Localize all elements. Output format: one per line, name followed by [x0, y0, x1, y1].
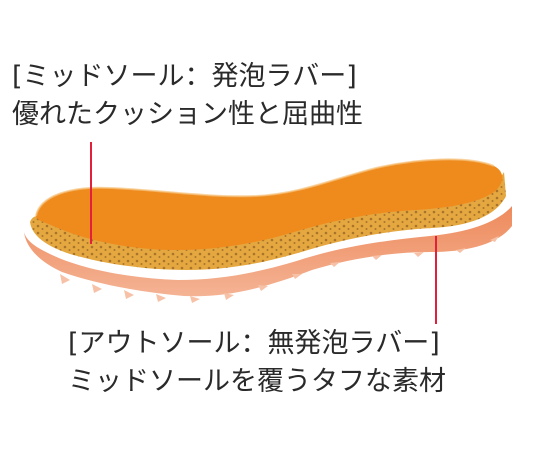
outsole-layer: [24, 206, 512, 297]
midsole-description: 優れたクッション性と屈曲性: [12, 99, 363, 130]
midsole-title: [ミッドソール：発泡ラバー]: [12, 61, 357, 92]
insole-top-surface: [36, 159, 503, 250]
outsole-callout: [アウトソール：無発泡ラバー] ミッドソールを覆うタフな素材: [68, 325, 446, 401]
outsole-description: ミッドソールを覆うタフな素材: [68, 366, 446, 397]
outsole-tread: [60, 236, 499, 303]
outsole-title: [アウトソール：無発泡ラバー]: [68, 328, 440, 359]
midsole-callout: [ミッドソール：発泡ラバー] 優れたクッション性と屈曲性: [12, 58, 363, 134]
